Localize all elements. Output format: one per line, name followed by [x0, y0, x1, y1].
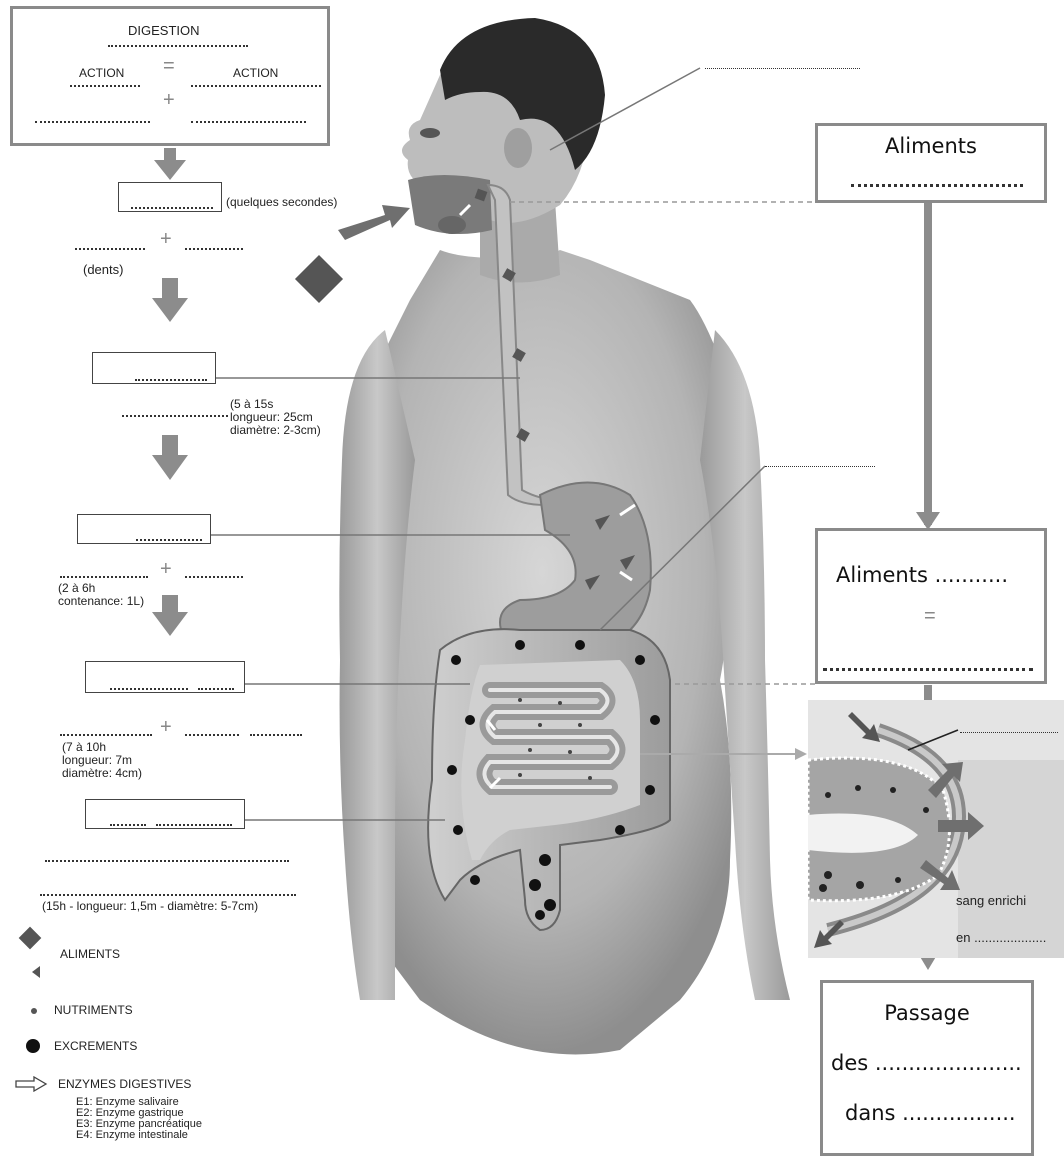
enzyme-arrow-icon: [14, 1076, 48, 1092]
aliments-digested-title: Aliments ...........: [836, 563, 1008, 587]
villus-inset: sang enrichi en ....................: [808, 700, 1064, 958]
aliments-box: Aliments: [815, 123, 1047, 203]
label-line-top: [705, 66, 860, 69]
passage-line-2: des ......................: [831, 1051, 1022, 1075]
mouth-plus: +: [160, 228, 172, 251]
legend-excrements: EXCREMENTS: [54, 1039, 137, 1053]
legend-nutriments: NUTRIMENTS: [54, 1003, 133, 1017]
small-intestine-info: (7 à 10h longueur: 7m diamètre: 4cm): [62, 741, 142, 780]
enzyme-list: E1: Enzyme salivaire E2: Enzyme gastriqu…: [76, 1097, 202, 1141]
aliments-digested-box: Aliments ........... =: [815, 528, 1047, 684]
aliments-legend-icon: [18, 926, 42, 950]
excrement-dot-icon: [26, 1039, 40, 1053]
large-intestine-info: (15h - longueur: 1,5m - diamètre: 5-7cm): [42, 900, 258, 913]
mouth-time: (quelques secondes): [226, 196, 337, 209]
aliments-title: Aliments: [818, 134, 1044, 158]
villus-label-2: en ....................: [956, 930, 1046, 945]
legend-enzymes: ENZYMES DIGESTIVES: [58, 1077, 191, 1091]
villus-label-1: sang enrichi: [956, 893, 1026, 908]
large-intestine-box: [85, 799, 245, 829]
stomach-box: [77, 514, 211, 544]
aliments-equals: =: [924, 605, 936, 628]
stomach-info: (2 à 6h contenance: 1L): [58, 582, 144, 608]
esophagus-info: (5 à 15s longueur: 25cm diamètre: 2-3cm): [230, 398, 321, 437]
small-intestine-plus: +: [160, 716, 172, 739]
aliments-fragment-icon: [32, 966, 40, 978]
passage-box: Passage des ...................... dans …: [820, 980, 1034, 1156]
esophagus-box: [92, 352, 216, 384]
teeth-label: (dents): [83, 262, 123, 277]
mouth-box: [118, 182, 222, 212]
stomach-plus: +: [160, 558, 172, 581]
small-intestine-box: [85, 661, 245, 693]
food-arrow: [338, 205, 410, 240]
left-flow-arrows: [0, 0, 340, 640]
passage-line-1: Passage: [823, 1001, 1031, 1025]
passage-line-3: dans .................: [845, 1101, 1016, 1125]
legend-aliments: ALIMENTS: [60, 947, 120, 961]
nutriment-dot-icon: [31, 1008, 37, 1014]
